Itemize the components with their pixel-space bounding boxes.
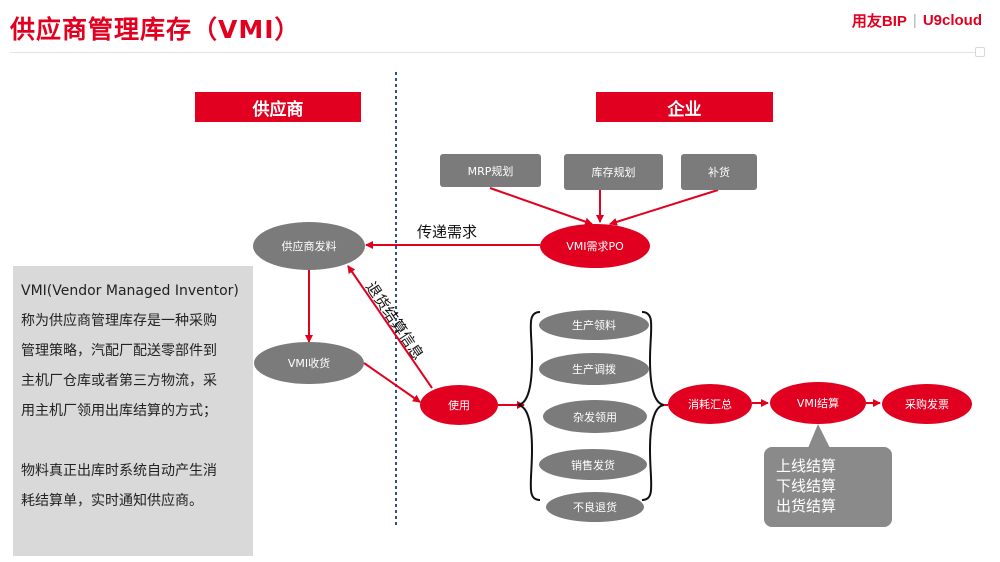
usage-item: 生产领料 <box>539 310 649 340</box>
usage-item: 销售发货 <box>539 449 647 480</box>
title-divider <box>10 52 985 53</box>
inventory-plan-box: 库存规划 <box>564 154 663 190</box>
use-node: 使用 <box>420 385 498 425</box>
description-line: 称为供应商管理库存是一种采购 <box>21 313 217 329</box>
mrp-plan-box: MRP规划 <box>440 154 541 187</box>
description-spacer <box>21 426 253 456</box>
settlement-callout: 上线结算 下线结算 出货结算 <box>764 447 892 527</box>
consume-summary-node: 消耗汇总 <box>668 384 752 424</box>
logo-separator: | <box>912 12 917 29</box>
logo-u9cloud: U9cloud <box>922 12 982 29</box>
purchase-invoice-node: 采购发票 <box>882 384 972 424</box>
callout-line: 上线结算 <box>776 457 837 475</box>
title-divider-end <box>975 47 985 57</box>
description-line: 管理策略，汽配厂配送零部件到 <box>21 343 217 359</box>
vmi-receive-node: VMI收货 <box>254 342 364 384</box>
callout-line: 出货结算 <box>776 497 837 515</box>
replenish-box: 补货 <box>681 154 757 190</box>
callout-pointer <box>808 424 830 448</box>
description-line: 耗结算单，实时通知供应商。 <box>21 493 203 509</box>
arrow-receive-to-use <box>363 362 421 403</box>
enterprise-heading: 企业 <box>596 92 773 122</box>
arrow-mrp-to-po <box>489 187 593 226</box>
usage-item: 杂发领用 <box>543 400 647 433</box>
description-line: 用主机厂领用出库结算的方式； <box>21 403 217 419</box>
description-line: 主机厂仓库或者第三方物流，采 <box>21 373 217 389</box>
description-line: 物料真正出库时系统自动产生消 <box>21 463 217 479</box>
supplier-heading: 供应商 <box>195 92 361 122</box>
left-brace <box>517 311 541 501</box>
description-panel: VMI(Vendor Managed Inventor) 称为供应商管理库存是一… <box>13 266 253 556</box>
vmi-settle-node: VMI结算 <box>770 382 866 424</box>
usage-item: 不良退货 <box>546 492 644 522</box>
logo-yonyou: 用友BIP <box>851 13 907 30</box>
callout-line: 下线结算 <box>776 477 837 495</box>
arrow-use-to-supplier <box>347 265 433 389</box>
vmi-po-node: VMI需求PO <box>540 224 650 268</box>
arrow-replenish-to-po <box>609 189 719 226</box>
brand-logo: 用友BIP | U9cloud <box>852 10 982 31</box>
usage-item: 生产调拨 <box>539 353 649 385</box>
supplier-ship-node: 供应商发料 <box>253 222 365 270</box>
right-brace <box>641 311 665 501</box>
transmit-demand-label: 传递需求 <box>417 223 478 241</box>
page-title: 供应商管理库存（VMI） <box>10 15 301 44</box>
description-line: VMI(Vendor Managed Inventor) <box>21 283 239 299</box>
